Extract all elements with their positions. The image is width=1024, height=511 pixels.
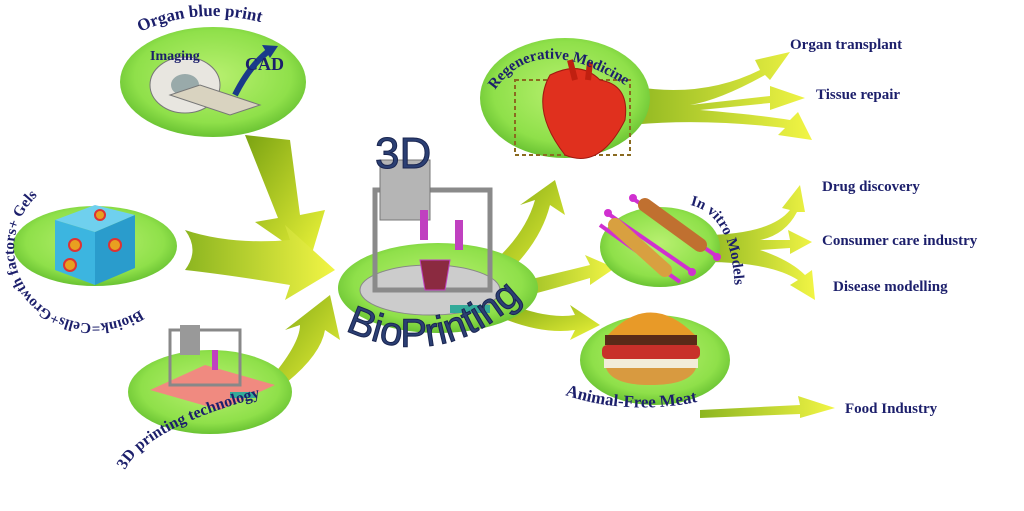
arrow-bioink-to-printer bbox=[185, 225, 335, 300]
bioprinter-image bbox=[359, 159, 501, 316]
arrow-blueprint-to-printer bbox=[245, 135, 325, 260]
output-organ-transplant: Organ transplant bbox=[790, 37, 902, 53]
cad-label: CAD bbox=[245, 54, 284, 74]
bioink-cube-image bbox=[55, 205, 135, 285]
title-3d: 3D bbox=[375, 129, 431, 178]
output-drug-discovery: Drug discovery bbox=[822, 179, 920, 195]
mri-scanner-image bbox=[149, 45, 278, 116]
small-printer-image bbox=[150, 325, 275, 410]
heart-scaffold-image bbox=[514, 59, 631, 159]
arrow-to-regenerative bbox=[490, 180, 565, 280]
output-food-industry: Food Industry bbox=[845, 401, 938, 417]
arrow-tech-to-printer bbox=[265, 295, 340, 395]
output-disease-modelling: Disease modelling bbox=[833, 279, 948, 295]
organ-on-chip-image bbox=[598, 194, 721, 284]
output-tissue-repair: Tissue repair bbox=[816, 87, 900, 103]
imaging-label: Imaging bbox=[150, 49, 200, 64]
arrow-regen-outputs bbox=[625, 52, 812, 140]
burger-image bbox=[602, 312, 700, 385]
arrow-invitro-outputs bbox=[700, 185, 815, 300]
output-consumer-care: Consumer care industry bbox=[822, 233, 978, 249]
arrow-meat-output bbox=[700, 396, 835, 418]
